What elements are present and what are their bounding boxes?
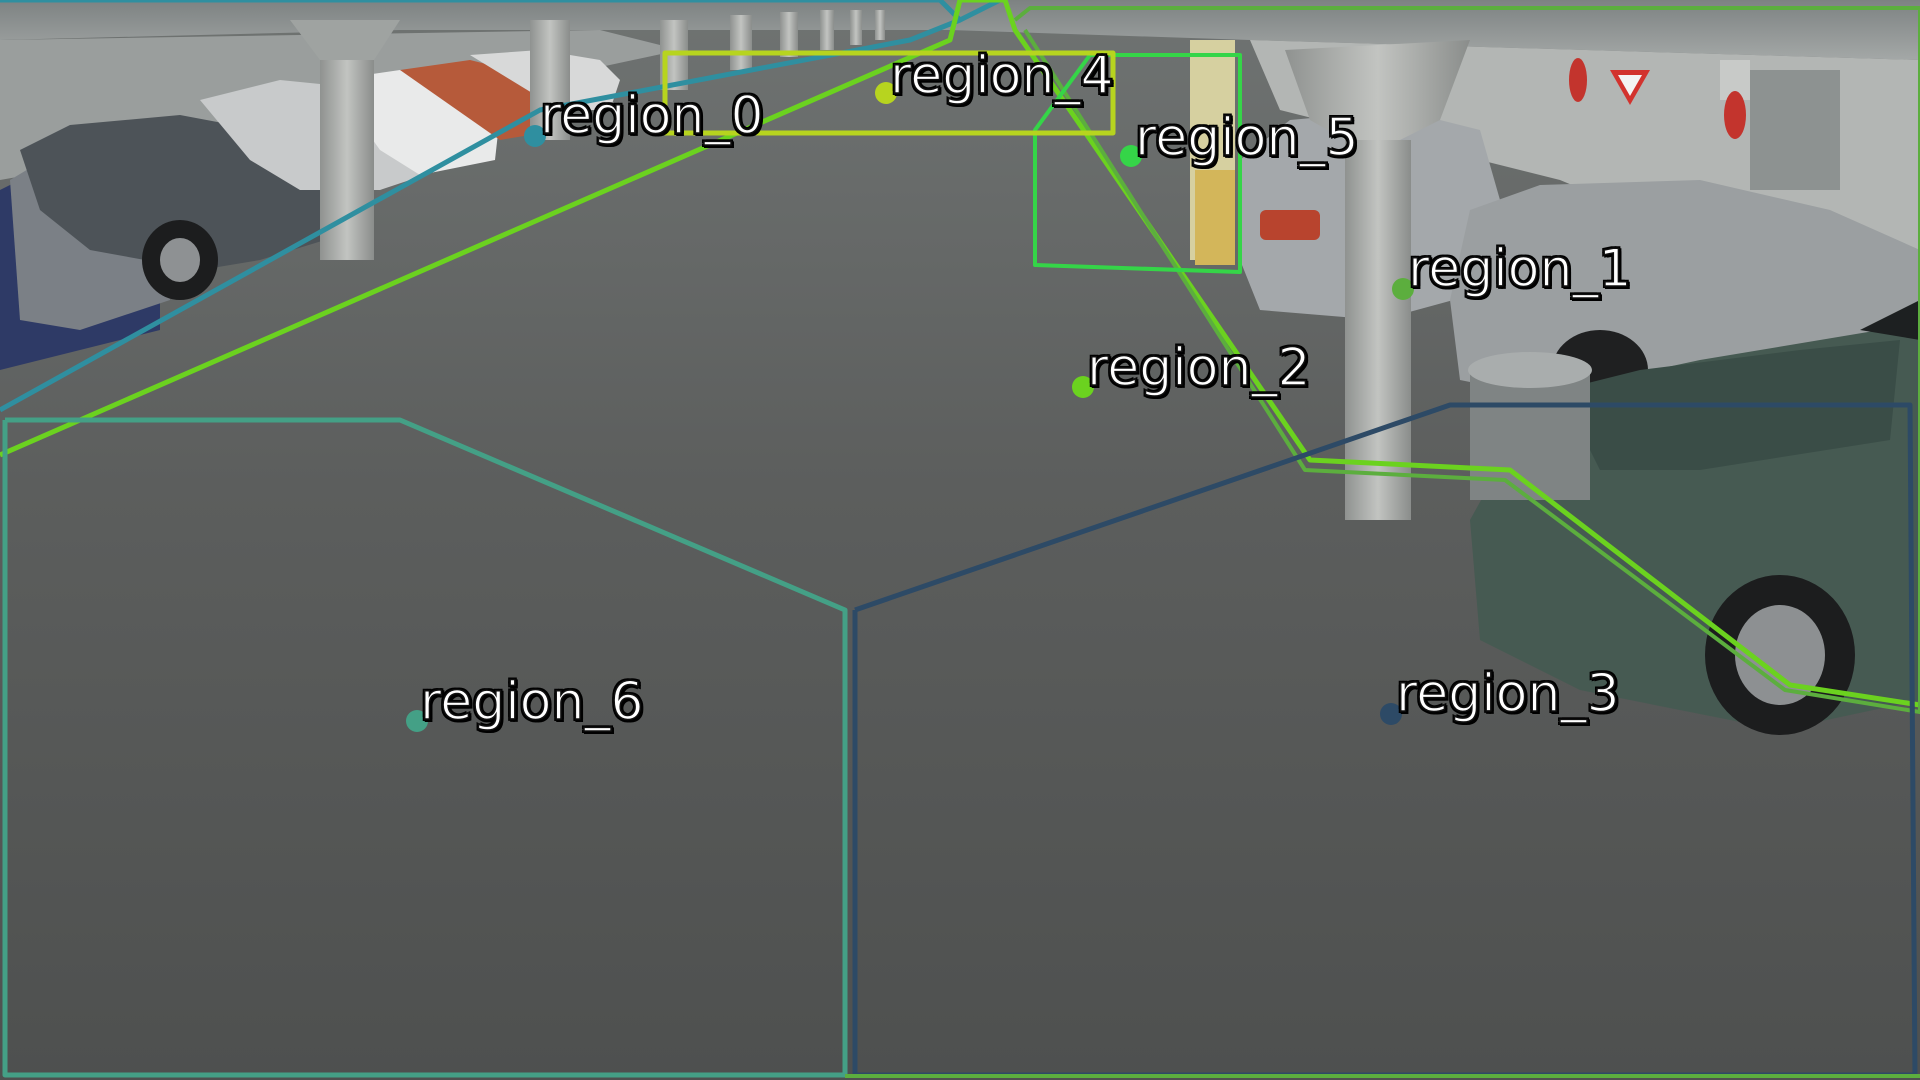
region_3-outline: [852, 402, 1918, 1078]
region_2-label: region_2: [1086, 338, 1311, 398]
region_4-dot: [1120, 145, 1142, 167]
region_6-label: region_6: [419, 672, 644, 732]
region_3-label: region_3: [1395, 664, 1620, 724]
region_2-outline: [0, 0, 1920, 708]
region_1-dot: [1392, 278, 1414, 300]
region_4-outline: [1033, 53, 1242, 274]
region_6-dot: [406, 710, 428, 732]
region_3-dot: [1380, 703, 1402, 725]
region_2-dot: [1072, 376, 1094, 398]
region_4-label: region_5: [1134, 108, 1359, 168]
region_5-dot: [875, 82, 897, 104]
region_6-outline: [2, 417, 848, 1078]
region_0-outline: [0, 0, 1002, 413]
region_5-label: region_4: [889, 46, 1114, 106]
region_0-top-outline: [0, 0, 962, 22]
region_1-label: region_1: [1407, 239, 1632, 299]
region_5-outline: [662, 50, 1116, 136]
region_0-label: region_0: [539, 86, 764, 146]
left-pillars: [290, 10, 885, 260]
region_1-outline: [1013, 6, 1920, 714]
region_0-dot: [524, 125, 546, 147]
